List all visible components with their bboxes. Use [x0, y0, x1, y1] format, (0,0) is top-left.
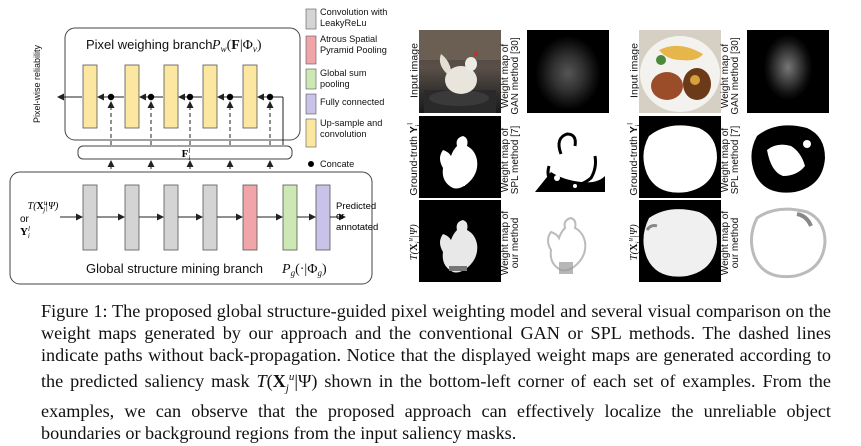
predicted-mask-food: [639, 200, 721, 282]
pixel-wise-reliability-label: Pixel-wise reliability: [32, 44, 42, 123]
input-image-food: [639, 30, 721, 113]
ground-truth-food: [639, 116, 721, 198]
legend-swatch-aspp: [305, 35, 317, 65]
conv-block: [163, 184, 179, 251]
ground-truth-rooster: [419, 116, 501, 198]
upsample-blocks: [82, 64, 258, 129]
upsample-block: [202, 64, 218, 129]
weight-map-spl-right: [747, 116, 829, 198]
global-blocks: [82, 184, 331, 251]
fully-connected-block: [315, 184, 331, 251]
upsample-block: [163, 64, 179, 129]
input-label-or: or: [20, 214, 30, 225]
svg-text:Atrous Spatial: Atrous Spatial: [320, 34, 377, 44]
svg-text:Fully connected: Fully connected: [320, 97, 384, 107]
input-image-rooster: [419, 30, 501, 113]
upsample-block: [242, 64, 258, 129]
aspp-block: [242, 184, 258, 251]
pixel-branch-box: [64, 27, 301, 141]
weight-map-ours-left: [527, 200, 609, 282]
upsample-block: [124, 64, 140, 129]
weight-map-gan-left: [527, 30, 609, 113]
pixel-branch-title: Pixel weighing branch: [86, 37, 212, 52]
legend-concat-dot: [308, 161, 314, 167]
svg-text:Global sum: Global sum: [320, 68, 367, 78]
legend-swatch-conv: [305, 8, 317, 30]
concat-dots: [107, 93, 274, 101]
caption-text: Figure 1: The proposed global structure-…: [41, 301, 831, 443]
feature-bar: [77, 145, 293, 160]
global-branch-box: [9, 171, 373, 285]
global-branch-title: Global structure mining branch: [86, 261, 263, 276]
upsample-block: [82, 64, 98, 129]
legend-swatch-gsp: [305, 68, 317, 90]
svg-text:pooling: pooling: [320, 79, 350, 89]
global-sum-pooling-block: [282, 184, 298, 251]
legend: Convolution with LeakyReLu Atrous Spatia…: [305, 7, 387, 169]
weight-map-spl-left: [527, 116, 609, 198]
figure-caption: Figure 1: The proposed global structure-…: [41, 300, 831, 444]
predicted-mask-rooster: [419, 200, 501, 282]
conv-block: [82, 184, 98, 251]
conv-block: [202, 184, 218, 251]
architecture-diagram: Pixel weighing branch Pw(F|Φv) Pixel-wis…: [9, 7, 387, 285]
output-label-2: annotated: [336, 222, 378, 233]
svg-text:convolution: convolution: [320, 129, 366, 139]
weight-map-gan-right: [747, 30, 829, 113]
legend-swatch-fc: [305, 93, 317, 115]
svg-text:Up-sample and: Up-sample and: [320, 118, 382, 128]
output-label-1: Predicted: [336, 201, 376, 212]
output-label-or: or: [336, 211, 344, 222]
svg-text:Convolution with: Convolution with: [320, 7, 387, 17]
legend-swatch-upsample: [305, 118, 317, 148]
conv-block: [124, 184, 140, 251]
weight-map-ours-right: [747, 200, 829, 282]
svg-text:LeakyReLu: LeakyReLu: [320, 18, 366, 28]
svg-text:Concate: Concate: [320, 159, 354, 169]
svg-text:Pyramid Pooling: Pyramid Pooling: [320, 45, 387, 55]
global-branch-formula: Pg(·|Φg): [281, 262, 327, 278]
